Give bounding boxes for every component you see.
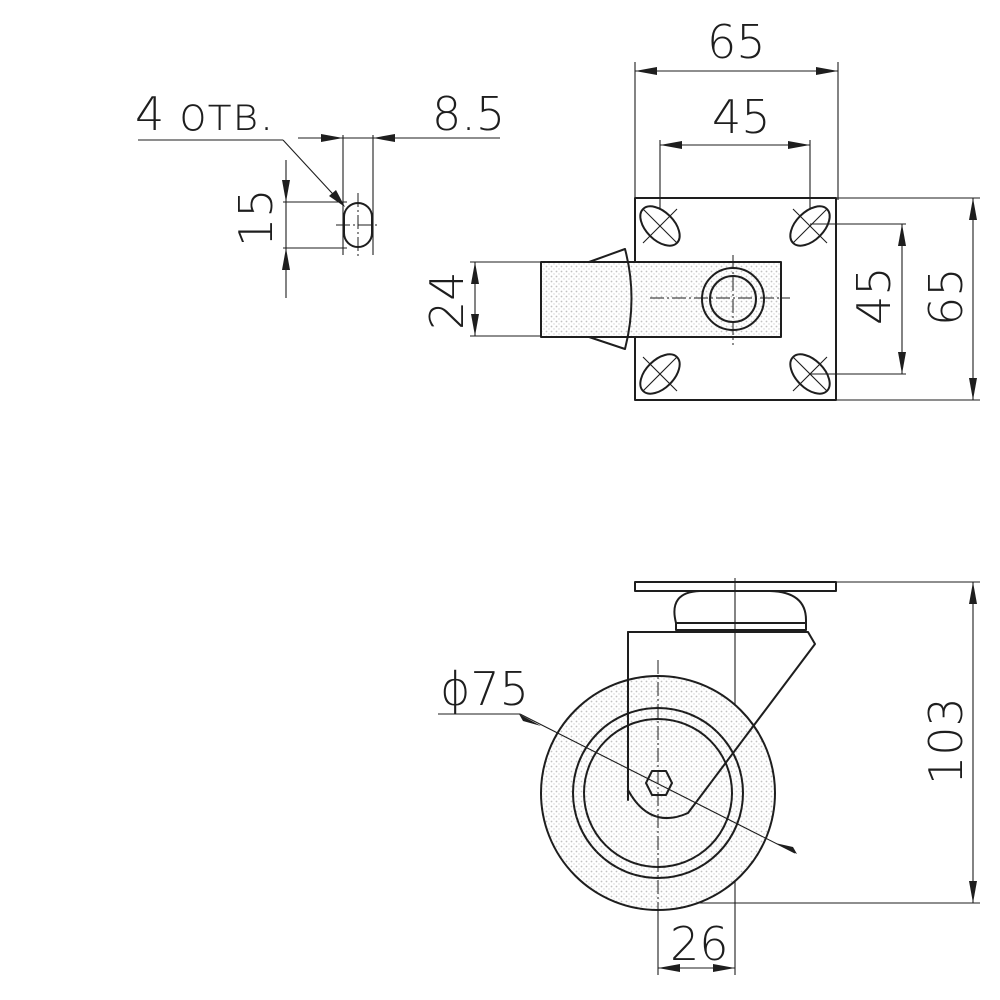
plate-width-inner-label: 45 (712, 90, 771, 144)
plate-width-outer-label: 65 (707, 15, 766, 69)
mount-hole-tl (639, 205, 681, 247)
wheel-diameter-label: ϕ75 (440, 662, 529, 716)
slot-width-label: 8.5 (432, 87, 505, 141)
slot-detail: 4 отв. 8.5 15 (135, 87, 505, 298)
plate-height-outer-label: 65 (919, 267, 973, 326)
plate-top-view: 65 45 65 45 24 (420, 15, 980, 401)
fork (627, 631, 816, 819)
stem-width-label: 24 (420, 271, 474, 330)
caster-side-view: 103 26 ϕ75 (438, 578, 980, 975)
slot-length-label: 15 (229, 188, 283, 247)
swivel-head (673, 590, 807, 631)
offset-label: 26 (670, 917, 729, 971)
axle-nut (645, 770, 673, 796)
caster-height-label: 103 (919, 697, 973, 785)
mount-hole-br (789, 353, 831, 395)
swivel-housing (588, 248, 633, 350)
fork-stem (540, 261, 782, 338)
mount-hole-tr (789, 205, 831, 247)
mount-hole-bl (639, 353, 681, 395)
holes-note-label: 4 отв. (135, 87, 274, 141)
plate-height-inner-label: 45 (847, 266, 901, 325)
